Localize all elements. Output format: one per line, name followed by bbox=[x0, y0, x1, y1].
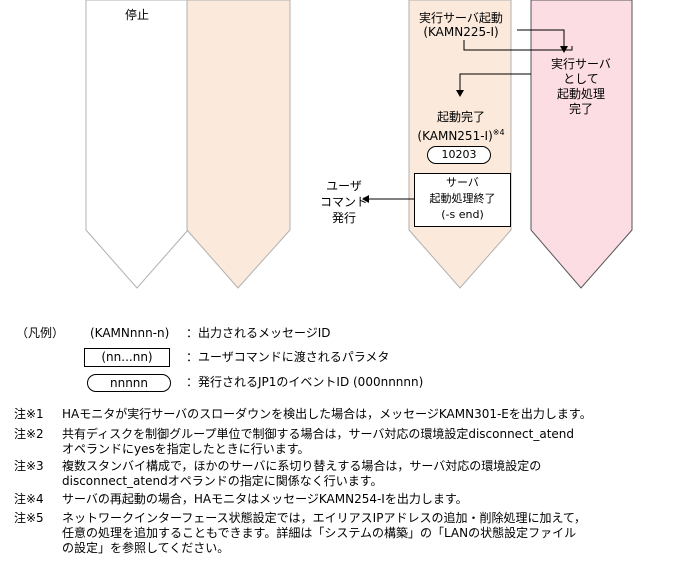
lane-pink bbox=[530, 0, 633, 289]
note-3-line1: 複数スタンバイ構成で，ほかのサーバに系切り替えする場合は，サーバ対応の環境設定の bbox=[62, 459, 542, 473]
note-5-line2: 任意の処理を追加することもできます。詳細は「システムの構築」の「LANの状態設定… bbox=[62, 526, 577, 540]
lane4-label: 実行サーバ として 起動処理 完了 bbox=[535, 57, 627, 117]
user-command-line2: コマンド bbox=[319, 195, 368, 209]
legend-msg-sample: (KAMNnnn-n) bbox=[90, 326, 170, 340]
start-label-line1: 実行サーバ起動 bbox=[419, 11, 503, 25]
lane-stopped bbox=[85, 0, 189, 289]
note-1-line1: HAモニタが実行サーバのスローダウンを検出した場合は，メッセージKAMN301-… bbox=[62, 407, 592, 421]
note-5-line3: の設定」を参照してください。 bbox=[62, 541, 230, 555]
legend-title: （凡例） bbox=[16, 326, 65, 340]
note-2-mark: 注※2 bbox=[14, 427, 44, 441]
startup-complete-note: ※4 bbox=[492, 128, 505, 137]
box-line2: 起動処理終了 bbox=[429, 192, 496, 205]
arrow-to-startup-complete bbox=[456, 73, 531, 97]
legend-param-desc: ：ユーザコマンドに渡されるパラメタ bbox=[186, 350, 390, 364]
note-3: 注※3 複数スタンバイ構成で，ほかのサーバに系切り替えする場合は，サーバ対応の環境… bbox=[14, 459, 541, 489]
user-command-label: ユーザ コマンド 発行 bbox=[316, 178, 372, 226]
user-command-line3: 発行 bbox=[331, 211, 356, 225]
startup-complete-line1: 起動完了 bbox=[436, 110, 485, 124]
lane4-line1: 実行サーバ bbox=[551, 57, 611, 71]
legend-event-desc: ：発行されるJP1のイベントID (000nnnnn) bbox=[186, 375, 424, 389]
note-4-mark: 注※4 bbox=[14, 492, 44, 506]
note-3-line2: disconnect_atendオペランドの指定に関係なく行います。 bbox=[62, 474, 383, 488]
note-5-mark: 注※5 bbox=[14, 511, 44, 525]
note-3-mark: 注※3 bbox=[14, 459, 44, 473]
note-1-mark: 注※1 bbox=[14, 407, 44, 421]
note-1: 注※1 HAモニタが実行サーバのスローダウンを検出した場合は，メッセージKAMN3… bbox=[14, 407, 592, 422]
arrow-to-user-command bbox=[362, 195, 415, 203]
note-4-line1: サーバの再起動の場合，HAモニタはメッセージKAMN254-Iを出力します。 bbox=[62, 492, 468, 506]
start-label-line2: (KAMN225-I) bbox=[423, 25, 499, 39]
legend-msg-desc: ：出力されるメッセージID bbox=[186, 326, 331, 340]
arrow-start-to-complete bbox=[463, 29, 573, 53]
lane-beige-3 bbox=[408, 0, 512, 289]
note-4: 注※4 サーバの再起動の場合，HAモニタはメッセージKAMN254-Iを出力します… bbox=[14, 492, 468, 507]
lane4-line4: 完了 bbox=[568, 102, 593, 116]
startup-complete-line2: (KAMN251-I)※4 bbox=[406, 125, 516, 144]
lane4-line2: として bbox=[563, 72, 599, 86]
startup-complete-label: 起動完了 (KAMN251-I)※4 bbox=[406, 110, 516, 144]
diagram-canvas bbox=[85, 0, 633, 289]
box-line1: サーバ bbox=[446, 176, 479, 189]
note-2: 注※2 共有ディスクを制御グループ単位で制御する場合は，サーバ対応の環境設定dis… bbox=[14, 427, 574, 457]
user-command-line1: ユーザ bbox=[326, 179, 362, 193]
event-id-pill: 10203 bbox=[427, 146, 491, 164]
start-label: 実行サーバ起動 (KAMN225-I) bbox=[406, 11, 516, 39]
server-startup-end-box: サーバ 起動処理終了 (-s end) bbox=[414, 173, 511, 227]
lane4-line3: 起動処理 bbox=[556, 87, 605, 101]
lane-beige-2 bbox=[186, 0, 291, 289]
note-2-line2: オペランドにyesを指定したときに行います。 bbox=[62, 442, 310, 456]
lane-label-stopped: 停止 bbox=[124, 8, 149, 22]
note-2-line1: 共有ディスクを制御グループ単位で制御する場合は，サーバ対応の環境設定discon… bbox=[62, 427, 575, 441]
legend-param-box: (nn...nn) bbox=[84, 348, 170, 367]
legend-event-pill: nnnnn bbox=[87, 374, 171, 392]
box-line3: (-s end) bbox=[441, 208, 484, 221]
note-5-line1: ネットワークインターフェース状態設定では，エイリアスIPアドレスの追加・削除処理… bbox=[62, 511, 587, 525]
startup-complete-msgid: (KAMN251-I) bbox=[417, 129, 493, 143]
note-5: 注※5 ネットワークインターフェース状態設定では，エイリアスIPアドレスの追加・削… bbox=[14, 511, 586, 556]
